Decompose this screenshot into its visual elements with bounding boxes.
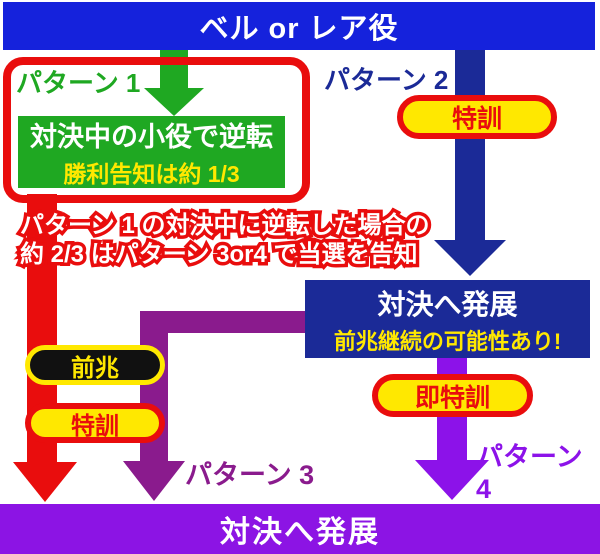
top-banner: ベル or レア役 (3, 2, 595, 50)
pattern1-label: パターン 1 (16, 68, 141, 98)
instant-training-pill-label: 即特訓 (414, 383, 490, 412)
pattern1-arrow-shaft (160, 50, 188, 90)
note-line-2: 約 2/3 はパターン 3or4 で当選を告知 約 2/3 はパターン 3or4… (17, 238, 422, 272)
bottom-banner-label: 対決へ発展 (220, 516, 380, 549)
pattern3-label: パターン 3 (185, 460, 315, 490)
pattern4-label: パターン 4 (476, 442, 583, 504)
training-pill-left: 特訓 (25, 403, 165, 443)
pattern2-arrow-shaft (455, 50, 485, 242)
pattern1-red-arrow-head (13, 462, 77, 502)
pattern1-result-line2: 勝利告知は約 1/3 (63, 161, 240, 187)
pattern4-arrow-head (415, 460, 489, 500)
bottom-banner: 対決へ発展 (0, 504, 600, 554)
omen-pill-label: 前兆 (71, 354, 119, 382)
duel-box-line1: 対決へ発展 (377, 288, 518, 320)
top-banner-label: ベル or レア役 (199, 13, 399, 45)
note-text: パターン 1 の対決中に逆転した場合の パターン 1 の対決中に逆転した場合の … (16, 209, 432, 272)
instant-training-pill: 即特訓 (372, 374, 533, 417)
pattern2-label: パターン 2 (324, 65, 449, 95)
omen-pill: 前兆 (25, 345, 165, 385)
pattern1-result-box: 対決中の小役で逆転 勝利告知は約 1/3 (18, 116, 285, 188)
pattern3-arrow-horizontal (140, 311, 305, 333)
duel-development-box: 対決へ発展 前兆継続の可能性あり! (305, 280, 590, 358)
pattern2-training-pill-label: 特訓 (451, 105, 502, 133)
pattern1-outline-box (3, 57, 310, 203)
pattern1-arrow-head (144, 88, 204, 116)
duel-box-line2: 前兆継続の可能性あり! (333, 328, 562, 354)
pattern2-training-pill: 特訓 (397, 95, 557, 139)
pattern1-result-line1: 対決中の小役で逆転 (30, 122, 273, 152)
pattern3-arrow-head (123, 461, 185, 501)
training-pill-left-label: 特訓 (71, 412, 119, 440)
note-line-1: パターン 1 の対決中に逆転した場合の パターン 1 の対決中に逆転した場合の (16, 209, 432, 243)
pattern2-arrow-head (434, 240, 506, 276)
